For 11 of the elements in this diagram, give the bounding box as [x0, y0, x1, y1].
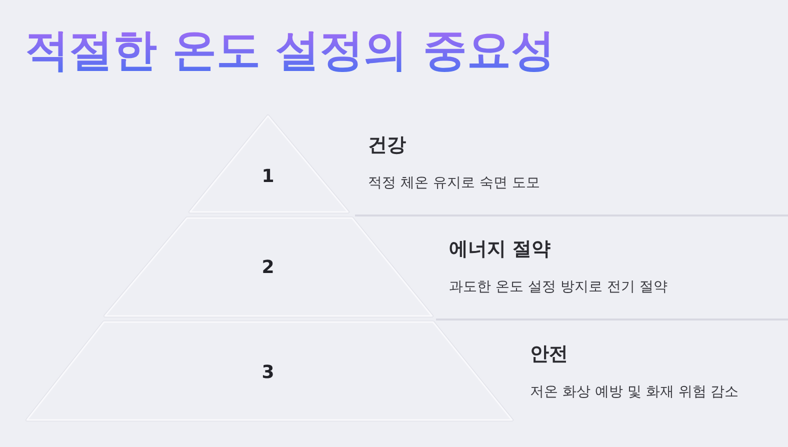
tier-heading: 에너지 절약	[449, 237, 551, 261]
tier-description: 적정 체온 유지로 숙면 도모	[368, 174, 540, 193]
tier-number: 1	[262, 168, 274, 186]
tier-number: 2	[262, 259, 274, 277]
tier-heading: 안전	[530, 342, 568, 366]
tier-description: 저온 화상 예방 및 화재 위험 감소	[530, 383, 739, 402]
tier-description: 과도한 온도 설정 방지로 전기 절약	[449, 278, 668, 297]
pyramid-tier	[187, 113, 351, 215]
tier-number: 3	[262, 364, 274, 382]
pyramid-tier	[24, 319, 515, 423]
tier-heading: 건강	[368, 133, 406, 157]
